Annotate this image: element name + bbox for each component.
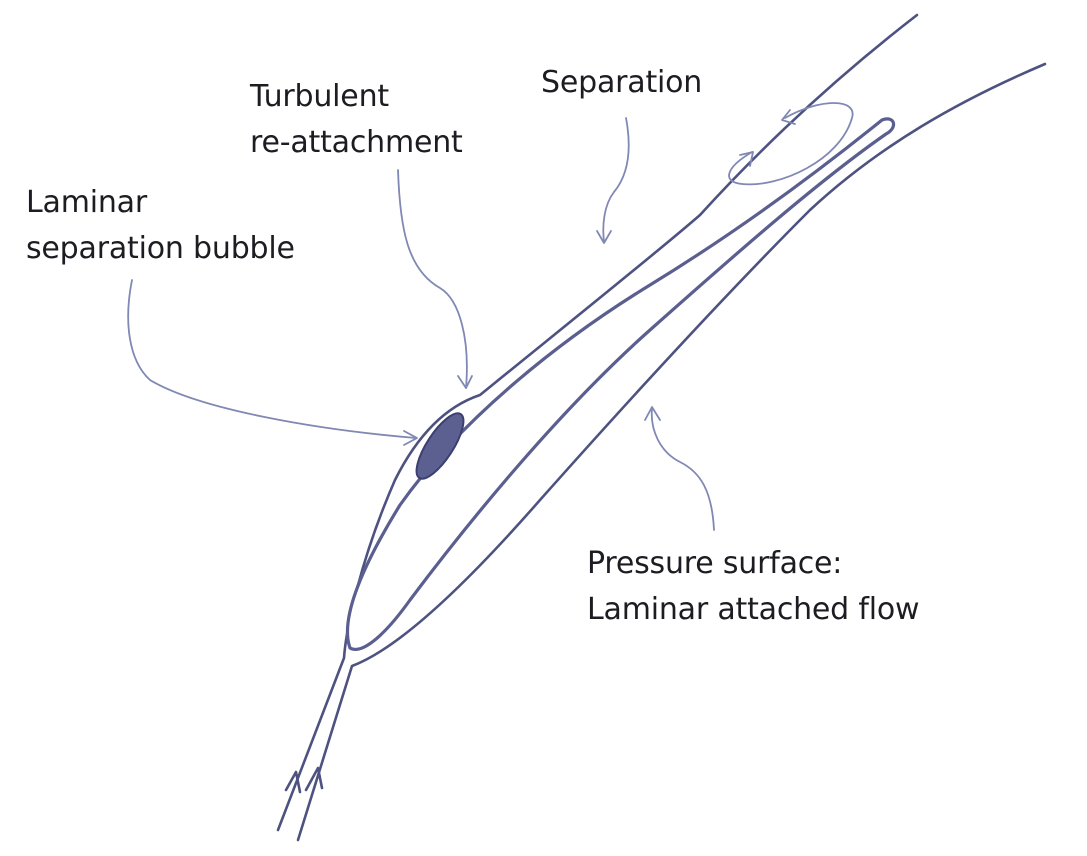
- pressure-surface-leader: [650, 407, 715, 531]
- turbulent-reattachment-label: Turbulent re-attachment: [250, 74, 463, 166]
- turbulent-reattachment-leader: [397, 169, 468, 389]
- separation-label: Separation: [541, 60, 702, 106]
- separation-leader: [602, 117, 630, 243]
- vortex-arrowhead-icon: [739, 151, 754, 167]
- separation-line-1: Separation: [541, 65, 703, 100]
- suction-side-streamline: [276, 13, 919, 832]
- turbulent-line-2: re-attachment: [250, 125, 463, 160]
- pressure-side-streamline: [296, 62, 1047, 842]
- inlet-arrow-icon: [284, 770, 302, 794]
- laminar-bubble-leader: [127, 279, 417, 439]
- pressure-surface-label: Pressure surface: Laminar attached flow: [587, 541, 920, 633]
- laminar-separation-bubble-label: Laminar separation bubble: [26, 180, 295, 272]
- pressure-surface-arrowhead-icon: [644, 406, 661, 421]
- vortex-arrowhead-icon: [781, 109, 796, 125]
- pressure-line-1: Pressure surface:: [587, 546, 843, 581]
- separation-arrowhead-icon: [596, 230, 612, 244]
- laminar-line-1: Laminar: [26, 185, 147, 220]
- turbulent-line-1: Turbulent: [250, 79, 389, 114]
- inlet-arrow-icon: [304, 766, 324, 792]
- turbulent-arrowhead-icon: [457, 375, 473, 389]
- laminar-line-2: separation bubble: [26, 231, 295, 266]
- laminar-bubble-arrowhead-icon: [403, 430, 418, 446]
- separation-vortex: [728, 102, 854, 186]
- laminar-separation-bubble: [415, 412, 465, 480]
- pressure-line-2: Laminar attached flow: [587, 592, 920, 627]
